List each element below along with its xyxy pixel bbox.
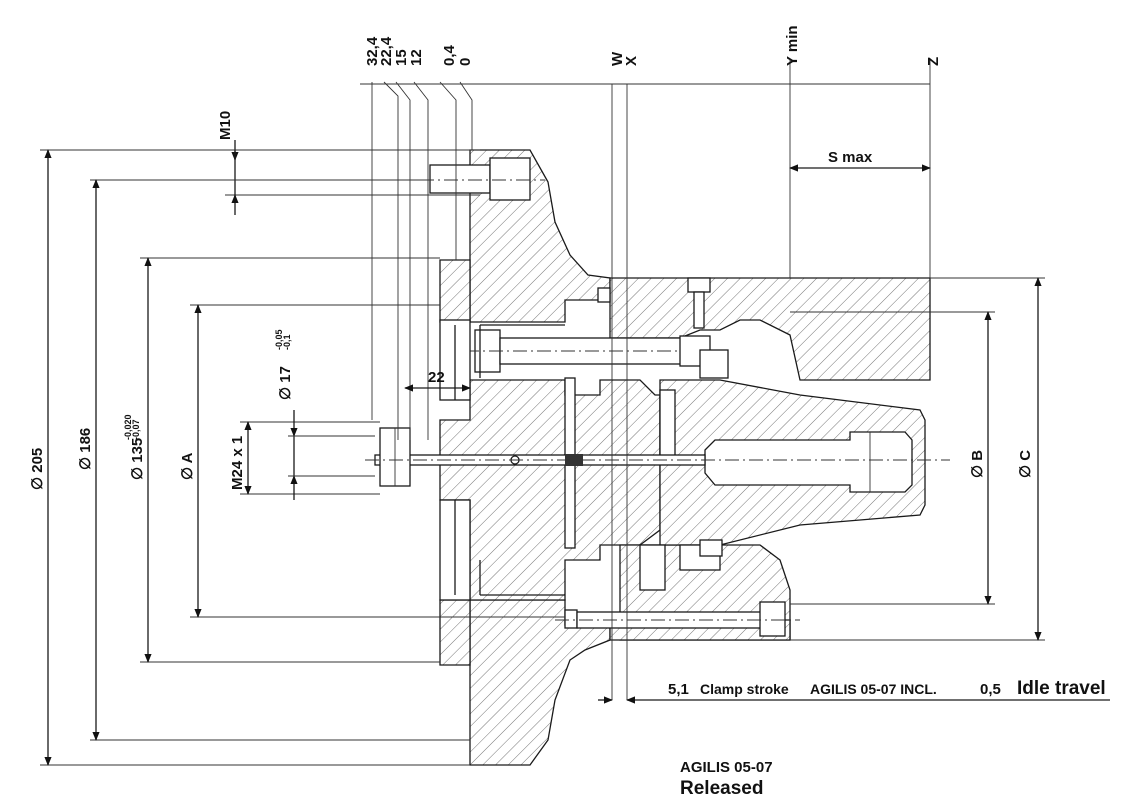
offset-0: 0 [457,58,474,66]
label-d17: ∅ 17 [277,366,294,400]
state-label: Released [680,778,763,799]
label-d186: ∅ 186 [77,428,94,470]
label-d135: ∅ 135 [129,438,146,480]
clamp-elements [639,349,729,591]
label-d-c: ∅ C [1017,450,1034,478]
label-m24: M24 x 1 [229,436,246,490]
offset-22-4: 22,4 [378,36,395,66]
cone-insert [659,379,926,546]
offset-15: 15 [393,49,410,66]
offset-12: 12 [408,49,425,66]
label-m10: M10 [217,111,234,140]
idle-travel-label: Idle travel [1017,678,1106,699]
clamp-stroke-label: Clamp stroke [700,681,789,697]
label-d17-tol-upper: -0,05 [274,329,284,350]
diameter-lines [40,149,1045,766]
top-bolt [420,157,545,201]
label-z: Z [925,57,942,66]
label-d135-tol-lower: -0,07 [131,419,141,440]
label-d17-tol-lower: -0,1 [282,334,292,350]
reference-lines [360,60,931,700]
offset-32-4: 32,4 [364,36,381,66]
clamp-stroke-value: 5,1 [668,681,689,698]
label-y-min: Y min [784,25,801,66]
label-d-a: ∅ A [179,452,196,480]
label-d205: ∅ 205 [29,448,46,490]
lower-screw [555,601,800,637]
label-d135-tol-upper: -0,020 [123,414,133,440]
label-x: X [623,56,640,66]
model-incl-label: AGILIS 05-07 INCL. [810,681,937,697]
set-screw-top [597,277,711,329]
label-w: W [609,51,626,66]
idle-travel-value: 0,5 [980,681,1001,698]
offset-0-4: 0,4 [441,44,458,66]
label-s-max: S max [828,149,873,166]
label-22: 22 [428,369,445,386]
model-name: AGILIS 05-07 [680,759,773,776]
label-d-b: ∅ B [969,450,986,478]
